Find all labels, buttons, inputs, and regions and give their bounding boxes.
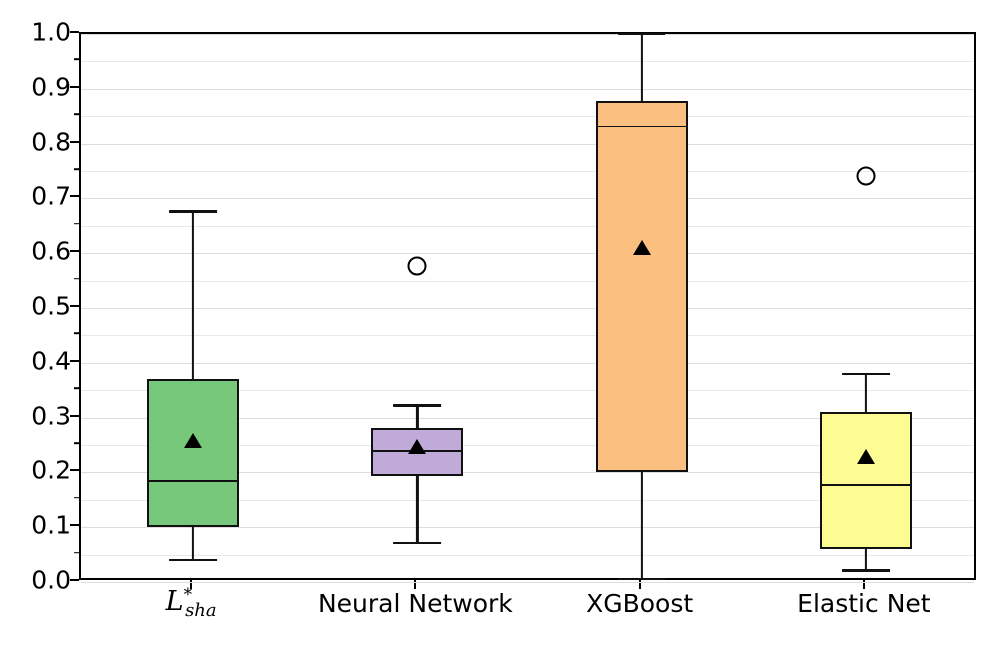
boxplot-xgboost <box>81 32 974 580</box>
x-axis-tick-label-l-sha: L*sha <box>165 585 217 622</box>
y-axis-minor-tick-mark <box>74 551 79 554</box>
cap-lower <box>169 558 218 562</box>
gridline-major <box>81 582 974 583</box>
y-axis-tick-mark <box>70 414 79 417</box>
cap-lower <box>393 541 442 545</box>
gridline-minor <box>81 499 974 501</box>
gridline-major <box>81 527 974 529</box>
y-axis-tick-label: 0.8 <box>31 127 71 157</box>
outlier-point <box>856 166 876 186</box>
gridline-minor <box>81 171 974 172</box>
y-axis-tick-mark <box>70 305 79 307</box>
outlier-point <box>407 256 427 276</box>
gridline-minor <box>81 445 974 446</box>
gridline-minor <box>81 61 974 63</box>
x-axis-tick-mark <box>414 580 417 589</box>
whisker-upper <box>192 211 195 379</box>
x-axis-tick-label-neural-network: Neural Network <box>317 589 513 618</box>
y-axis-tick-mark <box>70 140 79 143</box>
y-axis-tick-mark <box>70 195 79 198</box>
y-axis-tick-label: 1.0 <box>31 17 71 47</box>
y-axis-tick-label: 0.0 <box>31 565 71 595</box>
gridline-minor <box>81 554 974 556</box>
x-axis-tick-mark <box>638 580 641 589</box>
gridline-major <box>81 198 974 200</box>
whisker-lower <box>416 475 419 544</box>
y-axis-tick-mark <box>70 579 79 581</box>
y-axis-minor-tick-mark <box>74 387 79 389</box>
whisker-lower <box>640 472 643 579</box>
cap-lower <box>841 569 890 572</box>
y-axis-minor-tick-mark <box>74 442 79 444</box>
cap-upper <box>169 210 218 213</box>
y-axis-minor-tick-mark <box>74 332 79 335</box>
whisker-lower <box>192 527 195 561</box>
y-axis-tick-label: 0.3 <box>31 401 71 431</box>
gridline-major <box>81 472 974 474</box>
x-axis-tick-mark <box>190 580 193 589</box>
mean-marker <box>856 448 875 464</box>
boxplot-l-sha <box>81 34 974 578</box>
cap-upper <box>393 404 442 407</box>
box-iqr <box>147 378 240 528</box>
mean-marker <box>632 240 651 256</box>
y-axis-minor-tick-mark <box>74 277 79 280</box>
gridline-minor <box>81 280 974 282</box>
cap-upper <box>617 32 666 36</box>
y-axis-tick-label: 0.1 <box>31 510 71 540</box>
gridline-minor <box>81 225 974 227</box>
gridline-minor <box>81 335 974 337</box>
whisker-upper <box>640 34 643 101</box>
x-axis-tick-label-xgboost: XGBoost <box>586 589 694 618</box>
x-axis-tick-label-elastic-net: Elastic Net <box>797 589 931 618</box>
gridline-major <box>81 308 974 309</box>
y-axis-minor-tick-mark <box>74 58 79 61</box>
whisker-lower <box>864 549 867 571</box>
y-axis-tick-label: 0.2 <box>31 455 71 485</box>
boxplot-elastic-net <box>81 34 974 578</box>
whisker-upper <box>864 374 867 413</box>
y-axis-tick-label: 0.5 <box>31 291 71 321</box>
mean-marker <box>184 432 203 448</box>
box-iqr <box>819 412 912 550</box>
y-axis-minor-tick-mark <box>74 497 79 499</box>
x-axis-tick-mark <box>862 580 865 589</box>
y-axis-tick-label: 0.6 <box>31 236 71 266</box>
y-axis-tick-label: 0.9 <box>31 72 71 102</box>
box-iqr <box>595 100 688 473</box>
gridline-major <box>81 88 974 90</box>
y-axis-tick-label: 0.4 <box>31 346 71 376</box>
gridline-major <box>81 253 974 255</box>
cap-lower <box>617 577 666 580</box>
gridline-minor <box>81 390 974 392</box>
gridline-minor <box>81 116 974 118</box>
y-axis-minor-tick-mark <box>74 113 79 115</box>
whisker-upper <box>416 405 419 428</box>
y-axis-tick-mark <box>70 31 79 33</box>
gridline-major <box>81 362 974 364</box>
y-axis-tick-mark <box>70 250 79 253</box>
boxplot-neural-network <box>81 34 974 578</box>
median-line <box>148 480 239 482</box>
mean-marker <box>408 438 427 454</box>
gridline-major <box>81 143 974 145</box>
gridline-major <box>81 34 974 35</box>
plot-area <box>79 32 976 583</box>
y-axis-tick-label: 0.7 <box>31 181 71 211</box>
gridline-major <box>81 417 974 419</box>
y-axis-tick-mark <box>70 85 79 88</box>
y-axis-tick-mark <box>70 359 79 362</box>
y-axis-tick-mark <box>70 524 79 527</box>
median-line <box>596 125 687 128</box>
median-line <box>820 484 911 487</box>
cap-upper <box>841 373 890 376</box>
y-axis-tick-mark <box>70 469 79 472</box>
y-axis-minor-tick-mark <box>74 168 79 170</box>
y-axis-minor-tick-mark <box>74 223 79 225</box>
